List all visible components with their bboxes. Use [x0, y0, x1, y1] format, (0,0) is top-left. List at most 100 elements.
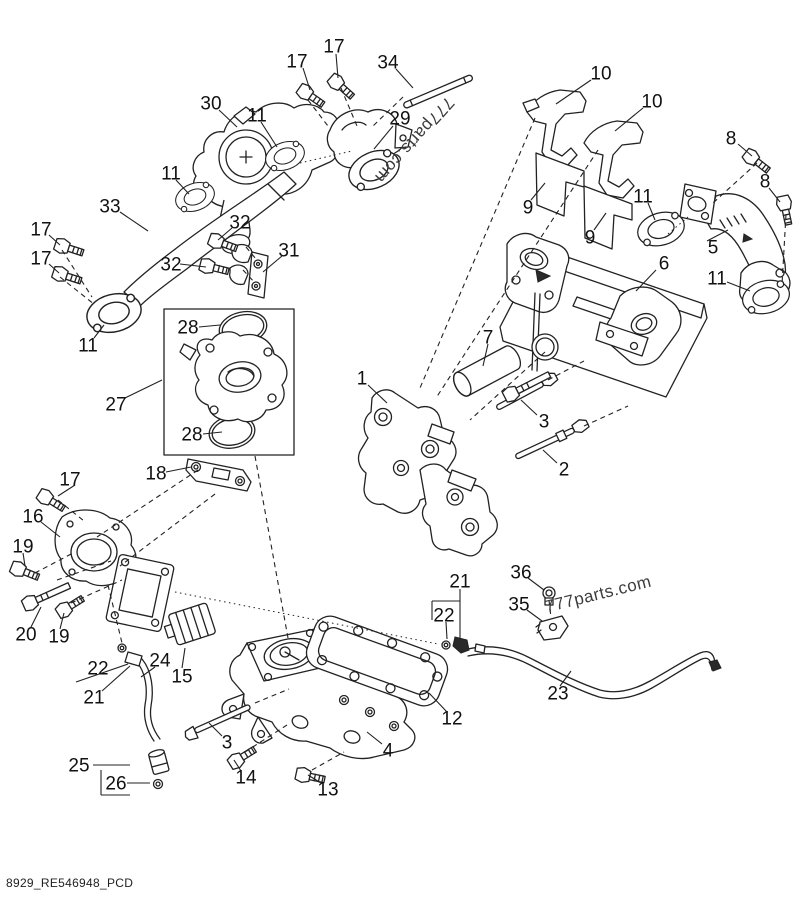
- part-oil-line-24: [117, 643, 170, 790]
- leader-line: [542, 449, 558, 464]
- leader-line: [469, 351, 546, 421]
- callout-30: 30: [200, 94, 221, 115]
- callout-13: 13: [317, 780, 338, 801]
- callout-26: 26: [105, 774, 126, 795]
- callout-36: 36: [510, 563, 531, 584]
- leader-line: [340, 87, 358, 127]
- callout-22: 22: [87, 659, 108, 680]
- part-fuel-line-23: [441, 586, 722, 700]
- leader-line: [419, 117, 536, 389]
- leader-line: [119, 493, 216, 567]
- stud-2: [515, 419, 590, 460]
- leader-line: [366, 731, 383, 745]
- cooler-inlet-flange: [504, 232, 570, 314]
- leader-line: [367, 384, 388, 404]
- leader-line: [706, 229, 729, 242]
- leader-line: [254, 688, 290, 704]
- callout-11: 11: [633, 187, 653, 208]
- leader-line: [165, 466, 192, 473]
- leader-line: [179, 263, 207, 268]
- leader-line: [175, 179, 190, 195]
- ring-26: [152, 778, 164, 790]
- leader-line: [555, 79, 592, 105]
- leader-line: [781, 213, 787, 286]
- leader-line: [482, 343, 489, 367]
- leader-line: [101, 665, 131, 692]
- leader-line: [311, 751, 345, 771]
- callout-17: 17: [286, 52, 307, 73]
- stud-34: [403, 74, 474, 109]
- leader-line: [395, 68, 414, 89]
- callout-21: 21: [449, 572, 470, 593]
- leader-line: [93, 324, 105, 339]
- leader-line: [30, 606, 42, 628]
- callout-14: 14: [235, 768, 257, 789]
- spring-5: [719, 213, 747, 229]
- drawing-code: 8929_RE546948_PCD: [6, 876, 134, 890]
- callout-24: 24: [149, 651, 171, 672]
- callout-33: 33: [99, 197, 120, 218]
- leader-line: [48, 234, 61, 246]
- leader-line: [57, 499, 85, 522]
- callout-29: 29: [389, 109, 410, 130]
- callout-12: 12: [441, 709, 462, 730]
- callout-11: 11: [78, 336, 98, 357]
- callout-19: 19: [48, 627, 69, 648]
- leader-line: [124, 379, 163, 399]
- fitting-24-top: [124, 651, 143, 667]
- callout-32: 32: [229, 213, 250, 234]
- leader-line: [712, 162, 758, 204]
- leader-line: [526, 609, 543, 622]
- callout-11: 11: [707, 269, 727, 290]
- leader-line: [61, 249, 93, 298]
- callout-8: 8: [726, 129, 737, 150]
- callout-16: 16: [22, 507, 43, 528]
- callout-5: 5: [708, 238, 719, 259]
- callout-3: 3: [222, 733, 233, 754]
- leader-line: [59, 612, 65, 630]
- callout-11: 11: [161, 164, 181, 185]
- callout-28: 28: [181, 425, 202, 446]
- leader-line: [96, 469, 199, 538]
- leader-line: [614, 107, 644, 132]
- leader-line: [583, 405, 629, 427]
- leader-line: [202, 431, 223, 435]
- callout-22: 22: [433, 606, 454, 627]
- ring-22-right: [441, 640, 451, 650]
- leader-line: [373, 125, 394, 150]
- leader-line: [57, 484, 76, 497]
- callout-7: 7: [483, 328, 494, 349]
- callout-8: 8: [760, 172, 771, 193]
- callout-17: 17: [30, 249, 51, 270]
- leader-line: [559, 670, 572, 687]
- callout-6: 6: [659, 254, 670, 275]
- leader-line: [233, 759, 242, 772]
- callout-10: 10: [590, 64, 611, 85]
- fitting-25: [147, 749, 170, 775]
- callout-4: 4: [383, 741, 394, 762]
- gasket-12: [305, 615, 449, 707]
- callout-15: 15: [171, 667, 192, 688]
- leader-line: [34, 552, 74, 574]
- leader-line: [22, 552, 26, 567]
- leader-line: [593, 212, 607, 231]
- adapter-30-tab: [233, 106, 256, 125]
- leader-line: [242, 269, 256, 284]
- part-sleeve-7: [452, 345, 522, 397]
- leader-line: [56, 560, 112, 581]
- fitting-21-right: [452, 636, 470, 654]
- leader-line: [245, 246, 257, 260]
- box-item-27: [163, 308, 295, 456]
- leader-line: [262, 255, 283, 273]
- leader-line: [547, 360, 585, 381]
- callout-28: 28: [177, 318, 198, 339]
- callout-19: 19: [12, 537, 33, 558]
- leader-line: [428, 692, 448, 713]
- leader-line: [768, 187, 781, 203]
- callout-2: 2: [559, 460, 570, 481]
- callout-20: 20: [15, 625, 36, 646]
- leader-line: [70, 579, 123, 604]
- callout-21: 21: [83, 688, 104, 709]
